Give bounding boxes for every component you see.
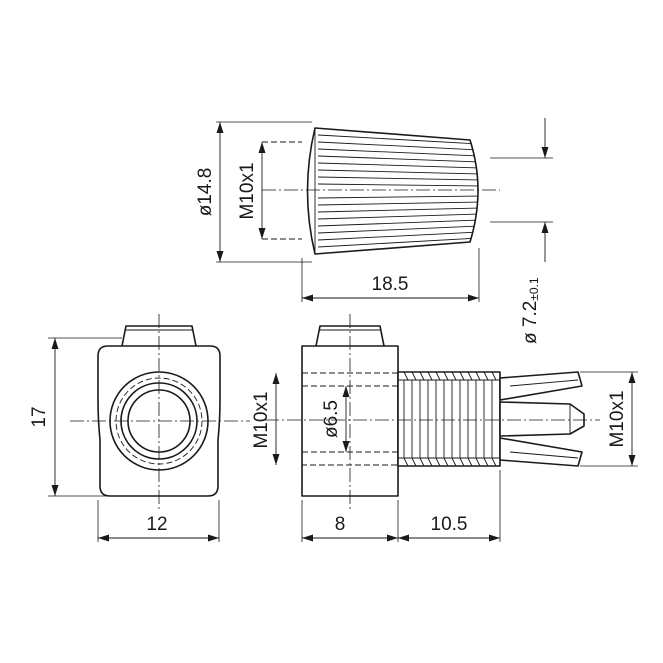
cap-thread-dimension: M10x1 — [237, 142, 266, 239]
cap-knurl-lines — [317, 134, 478, 248]
cap-thread-label: M10x1 — [237, 162, 258, 219]
cap-diameter-label: ø14.8 — [195, 168, 216, 217]
body-width-label: 12 — [146, 514, 167, 535]
body-side-view — [265, 314, 600, 512]
body-height-dimension: 17 — [29, 337, 122, 497]
body-width-dimension: 12 — [97, 500, 220, 542]
cap-diameter-dimension: ø14.8 — [195, 121, 312, 263]
end-thread-dimension: M10x1 — [580, 371, 638, 467]
body-bore-label: ø6.5 — [321, 400, 342, 438]
body-thread-label: M10x1 — [251, 391, 272, 448]
cap-outline — [306, 127, 479, 255]
thread-length-dimension: 10.5 — [398, 470, 501, 542]
cap-side-view — [262, 127, 500, 255]
end-thread-label: M10x1 — [607, 390, 628, 447]
body-front-view — [70, 314, 250, 512]
thread-length-label: 10.5 — [431, 514, 468, 535]
cap-length-label: 18.5 — [372, 274, 409, 295]
body-length-dimension: 8 — [301, 500, 399, 542]
cap-length-dimension: 18.5 — [301, 248, 480, 302]
cap-hole-dimension: ø 7.2±0.1 — [490, 118, 553, 344]
threaded-shank — [397, 371, 501, 467]
body-height-label: 17 — [29, 406, 50, 427]
body-bore-dimension: ø6.5 — [321, 386, 350, 452]
body-thread-dimension: M10x1 — [251, 373, 280, 465]
body-length-label: 8 — [335, 514, 346, 535]
cap-hole-label: ø 7.2±0.1 — [520, 277, 541, 344]
collet-fingers — [499, 371, 585, 467]
